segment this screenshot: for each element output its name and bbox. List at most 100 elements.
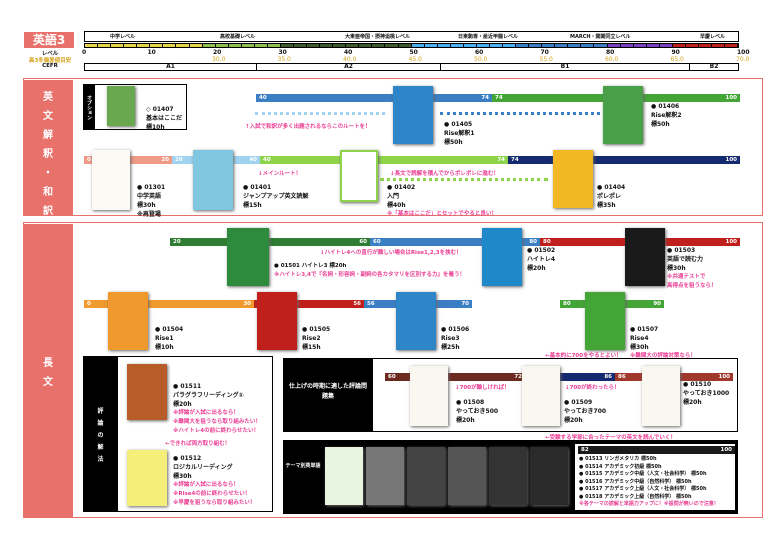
cefr-a1: A1 [84,63,257,71]
theme-list-box [575,444,735,510]
level-segment [503,44,517,47]
level-tick: 60 [475,49,484,56]
level-tick: 30 [278,49,287,56]
cefr-b1: B1 [440,63,690,71]
level-segment [280,44,294,47]
level-segment [215,44,229,47]
note-main-route: ↓メインルート！ [258,171,302,177]
level-segment [398,44,412,47]
level-segment [646,44,660,47]
level-segment [254,44,268,47]
side-char: 解 [43,130,53,141]
side-char: 文 [43,111,53,122]
score-tick: 30.0 [212,56,226,63]
level-tick: 90 [671,49,680,56]
book-cover-01509 [522,366,560,426]
level-tick: 10 [147,49,156,56]
dotted-route [380,178,548,181]
level-segment [633,44,647,47]
level-segment [267,44,281,47]
long-side-label: 長文 [23,224,73,518]
level-segment [712,44,726,47]
score-tick: 60.0 [605,56,619,63]
score-tick: 40.0 [343,56,357,63]
book-cover-01301 [92,150,130,210]
level-tick: 20 [213,49,222,56]
level-segment [607,44,621,47]
theme-note: ※各テーマの読解と単語力アップに！※設問が無いので注意！ [579,501,719,507]
side-char: 釈 [43,149,53,160]
level-segment [150,44,164,47]
book-cover-01502 [482,228,522,286]
cefr-a2: A2 [256,63,441,71]
book-01501: ● 01501 ハイトレ3 標20h※ハイトレ3,4で『名詞・形容詞・副詞の各カ… [274,263,465,278]
level-segment [685,44,699,47]
score-tick: 65.0 [670,56,684,63]
level-segment [320,44,334,47]
level-segment [124,44,138,47]
book-cover-01517 [489,447,527,505]
level-name: 大東亜帝国・摂神追桃レベル [345,34,411,40]
book-cover-01507 [585,292,625,350]
level-segment [163,44,177,47]
book-cover-01406 [603,86,643,144]
theme-item: ● 01516 アカデミック中級（自然科学） 標50h [579,478,692,485]
level-name: 早慶レベル [700,34,726,40]
level-segment [98,44,112,47]
level-name: 中学レベル [110,34,136,40]
level-color-bar [84,43,739,48]
note-700-hard: ↓700が難しければ！ [455,385,510,391]
level-segment [698,44,712,47]
level-segment [568,44,582,47]
option-label: オプション [83,84,95,130]
level-segment [555,44,569,47]
level-segment [137,44,151,47]
theme-item: ● 01514 アカデミック初級 標50h [579,463,662,470]
dotted-route [440,112,600,115]
level-tick: 80 [606,49,615,56]
level-segment [359,44,373,47]
level-name: 日東駒専・産近甲龍レベル [458,34,519,40]
note-700-done: ↓700が終わったら！ [565,385,620,391]
level-segment [385,44,399,47]
level-segment [176,44,190,47]
hyoron-label: 評論の解法 [83,356,118,512]
level-segment [659,44,673,47]
theme-list: ● 01513 リンガメタリカ 標50h● 01514 アカデミック初級 標50… [579,456,719,509]
level-segment [307,44,321,47]
level-segment [450,44,464,47]
book-cover-01506 [396,292,436,350]
level-segment [411,44,425,47]
note-both: ←できれば両方取り組む！ [165,441,231,447]
level-segment [294,44,308,47]
score-row-label: 高3冬偏差値目安 [28,58,72,64]
book-cover-01501 [227,228,269,286]
level-segment [672,44,686,47]
book-cover-01404 [553,150,593,208]
level-tick: 40 [344,49,353,56]
level-segment [725,44,739,47]
book-cover-01508 [410,366,448,426]
translation-side-label: 英文解釈・和訳 [23,80,73,217]
side-char: ・ [43,168,53,179]
level-name: MARCH・関関同立レベル [570,34,631,40]
side-char: 英 [43,92,53,103]
level-segment [202,44,216,47]
book-cover-01515 [407,447,445,505]
level-name: 高校基礎レベル [220,34,256,40]
book-cover-01503 [625,228,665,286]
level-names-box [84,31,739,42]
level-segment [594,44,608,47]
